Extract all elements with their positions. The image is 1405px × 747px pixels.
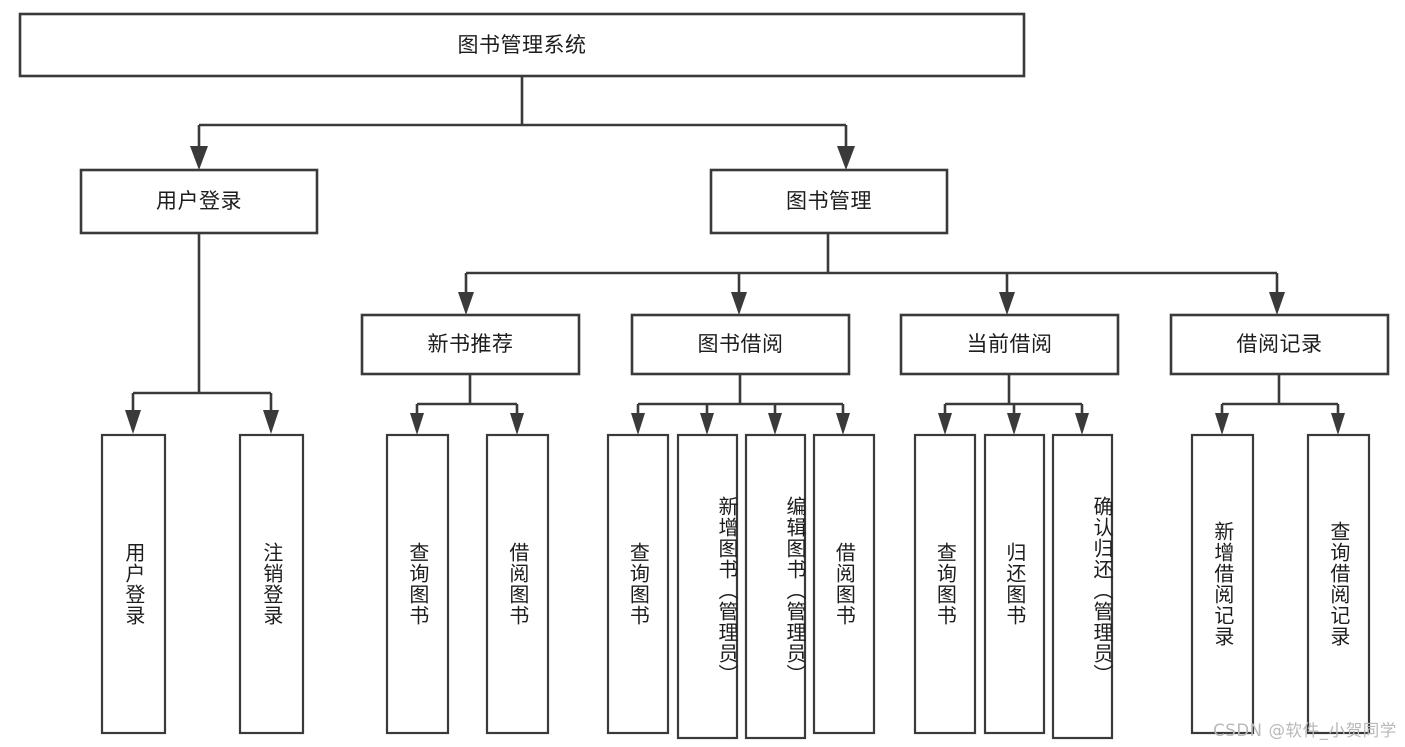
connector-bookmanage-to-level3 [458,233,1285,315]
node-current-borrow[interactable] [899,313,1120,376]
node-leaf-add-record[interactable] [1190,433,1255,735]
node-book-manage[interactable] [709,168,949,235]
node-leaf-confirm-return[interactable] [1051,433,1114,740]
node-leaf-logout[interactable] [238,433,305,735]
connector-bookborrow-to-leaves [631,374,850,435]
node-book-borrow[interactable] [630,313,851,376]
connector-borrowrecord-to-leaves [1215,374,1345,435]
connector-root-to-level2 [190,76,855,170]
connector-newbookrec-to-leaves [410,374,524,435]
node-new-book-rec[interactable] [360,313,581,376]
node-leaf-edit-book[interactable] [744,433,807,740]
node-leaf-return-book[interactable] [983,433,1046,735]
connector-currentborrow-to-leaves [938,374,1089,435]
node-user-login[interactable] [79,168,319,235]
node-leaf-add-book[interactable] [676,433,739,740]
node-leaf-borrow-book-1[interactable] [485,433,550,735]
node-leaf-query-book-2[interactable] [606,433,670,735]
node-leaf-query-record[interactable] [1306,433,1371,735]
node-leaf-query-book-3[interactable] [913,433,977,735]
node-leaf-borrow-book-2[interactable] [812,433,876,735]
node-root-system[interactable] [18,12,1026,78]
node-leaf-user-login[interactable] [100,433,167,735]
node-leaf-query-book-1[interactable] [385,433,450,735]
node-borrow-record[interactable] [1169,313,1390,376]
connector-userlogin-to-leaves [125,233,279,434]
